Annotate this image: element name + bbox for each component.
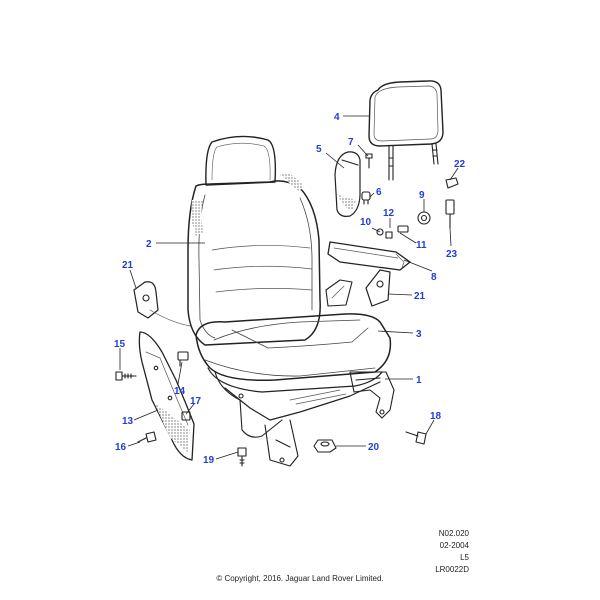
seat-back bbox=[187, 135, 353, 346]
callout-3: 3 bbox=[416, 329, 422, 340]
callout-10: 10 bbox=[360, 217, 372, 228]
screw-16 bbox=[137, 431, 157, 443]
callout-16: 16 bbox=[115, 442, 127, 453]
screw-part bbox=[365, 153, 373, 169]
reference-level: L5 bbox=[460, 553, 469, 562]
callout-7: 7 bbox=[348, 137, 354, 148]
fitting-22 bbox=[445, 177, 459, 189]
callout-21-left: 21 bbox=[122, 260, 134, 271]
callout-11: 11 bbox=[416, 240, 427, 251]
reference-code: N02.020 bbox=[438, 529, 469, 538]
clip-17 bbox=[181, 411, 191, 421]
screw-18 bbox=[405, 431, 427, 445]
callout-18: 18 bbox=[430, 411, 442, 422]
callout-20: 20 bbox=[368, 442, 380, 453]
callout-19: 19 bbox=[203, 455, 215, 466]
nut-20 bbox=[313, 439, 337, 453]
callout-12: 12 bbox=[383, 208, 395, 219]
clip-part bbox=[361, 191, 371, 205]
reference-date: 02-2004 bbox=[439, 541, 469, 550]
screw-19 bbox=[237, 447, 247, 467]
callout-23: 23 bbox=[446, 249, 458, 260]
clip-14 bbox=[177, 351, 189, 367]
side-valance-part bbox=[138, 331, 195, 461]
leader-lines bbox=[119, 115, 459, 460]
headrest-part bbox=[368, 80, 444, 181]
callout-21-right: 21 bbox=[414, 291, 426, 302]
fitting-10 bbox=[376, 228, 384, 236]
callout-13: 13 bbox=[122, 416, 134, 427]
bracket-21-right bbox=[365, 269, 391, 307]
callout-2: 2 bbox=[146, 239, 152, 250]
callout-14: 14 bbox=[174, 386, 186, 397]
fitting-9 bbox=[417, 211, 431, 225]
callout-15: 15 bbox=[114, 339, 126, 350]
fitting-23 bbox=[445, 199, 455, 229]
bracket-21-left bbox=[133, 281, 191, 327]
copyright-notice: © Copyright, 2016. Jaguar Land Rover Lim… bbox=[216, 574, 384, 583]
callout-8: 8 bbox=[431, 272, 437, 283]
drawing-id: LR0022D bbox=[435, 565, 469, 574]
callout-5: 5 bbox=[316, 144, 322, 155]
backrest-trim-part bbox=[334, 151, 361, 217]
callout-17: 17 bbox=[190, 396, 202, 407]
seat-base-frame bbox=[214, 371, 395, 467]
armrest-part bbox=[327, 241, 411, 271]
callout-4: 4 bbox=[334, 112, 340, 123]
fitting-12 bbox=[385, 225, 409, 239]
screw-15 bbox=[115, 371, 137, 381]
callout-1: 1 bbox=[416, 375, 422, 386]
callout-9: 9 bbox=[419, 190, 425, 201]
seat-cushion bbox=[195, 313, 392, 393]
callout-6: 6 bbox=[376, 187, 382, 198]
callout-labels: 1 2 3 4 5 6 7 8 9 10 11 12 13 14 15 16 1… bbox=[114, 112, 466, 466]
callout-22: 22 bbox=[454, 159, 466, 170]
